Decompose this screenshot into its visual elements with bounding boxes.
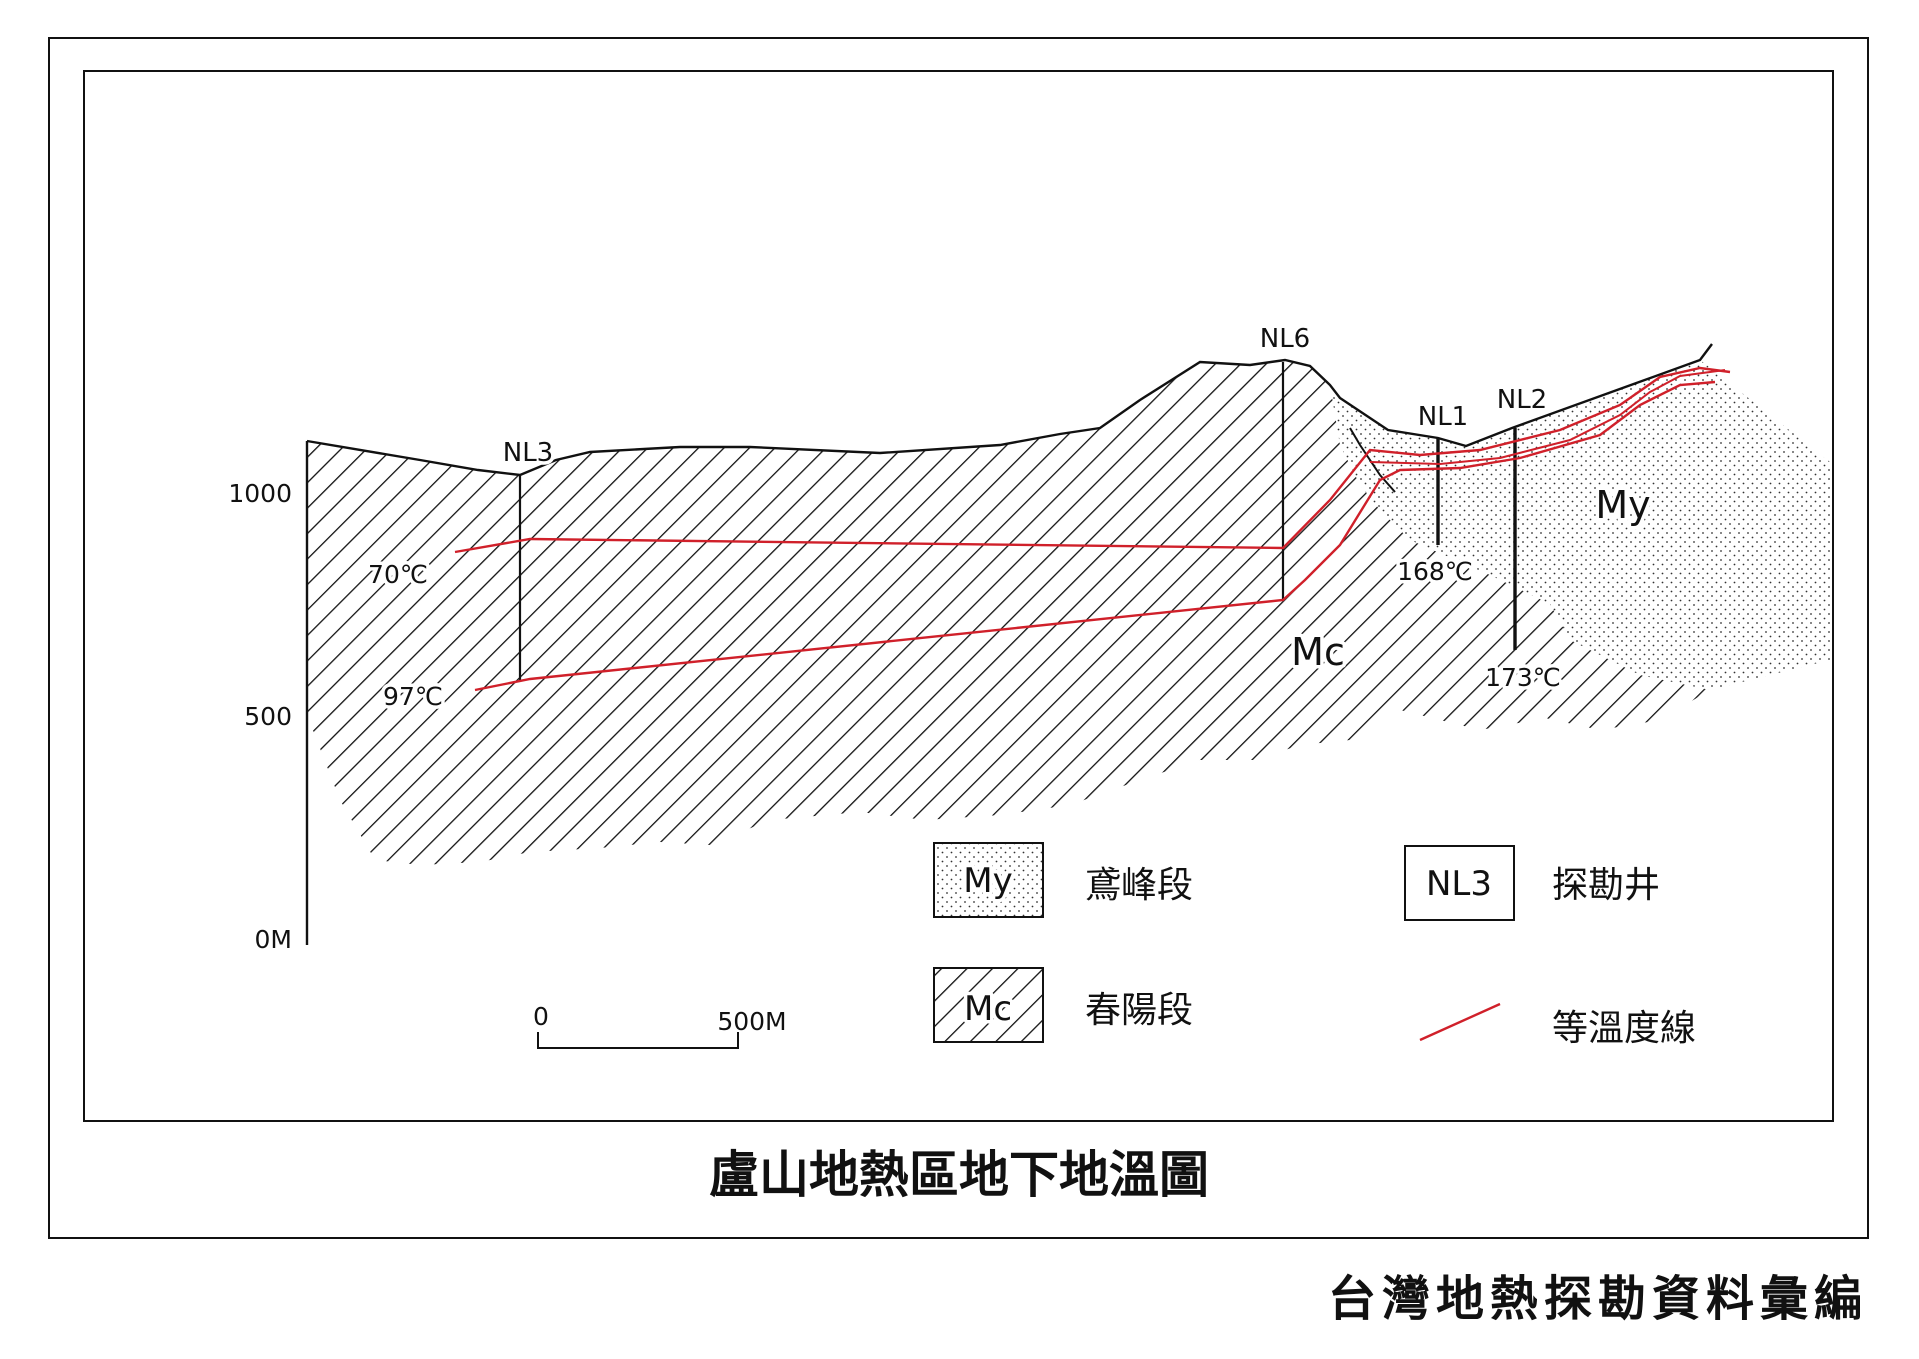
isotherm-line-lower	[474, 380, 1716, 692]
isotherm-line-middle	[1369, 369, 1726, 466]
diagram-title: 盧山地熱區地下地溫圖	[709, 1146, 1209, 1204]
isotherm-label-97: 97℃	[383, 682, 443, 711]
y-tick-0m: 0M	[255, 925, 292, 954]
formation-my-area	[1330, 360, 1830, 690]
legend-swatch-my-code: My	[963, 861, 1012, 901]
scale-bar	[537, 1032, 739, 1049]
isotherm-label-168: 168℃	[1397, 557, 1473, 586]
formation-mc-area	[307, 360, 1710, 865]
y-tick-1000: 1000	[228, 479, 292, 508]
legend-well-box	[1404, 845, 1515, 921]
isotherm-line-upper	[454, 366, 1731, 554]
legend-label-mc: 春陽段	[1085, 990, 1193, 1031]
outer-frame	[48, 37, 1869, 1239]
legend-isotherm-label: 等溫度線	[1552, 1008, 1696, 1049]
scale-bar-end: 500M	[717, 1007, 786, 1036]
legend-swatch-mc-code: Mc	[964, 989, 1012, 1029]
formation-boundary-line	[1349, 427, 1396, 493]
isotherm-label-70: 70℃	[368, 560, 428, 589]
legend-isotherm-sample	[1419, 1002, 1501, 1042]
footer-source: 台灣地熱探勘資料彙編	[1328, 1271, 1868, 1327]
legend-well-label: 探勘井	[1552, 865, 1660, 906]
legend-well-sample: NL3	[1426, 864, 1492, 904]
well-label-nl3: NL3	[503, 438, 553, 468]
isotherm-label-173: 173℃	[1485, 663, 1561, 692]
legend-swatch-my	[933, 842, 1044, 918]
well-label-nl1: NL1	[1418, 402, 1468, 432]
scale-bar-start: 0	[533, 1002, 549, 1031]
well-label-nl2: NL2	[1497, 385, 1547, 415]
inner-frame	[83, 70, 1834, 1122]
legend-label-my: 鳶峰段	[1085, 865, 1193, 906]
well-label-nl6: NL6	[1260, 324, 1310, 354]
formation-label-my: My	[1595, 483, 1650, 527]
y-tick-500: 500	[244, 702, 292, 731]
legend-swatch-mc	[933, 967, 1044, 1043]
formation-label-mc: Mc	[1291, 630, 1345, 674]
